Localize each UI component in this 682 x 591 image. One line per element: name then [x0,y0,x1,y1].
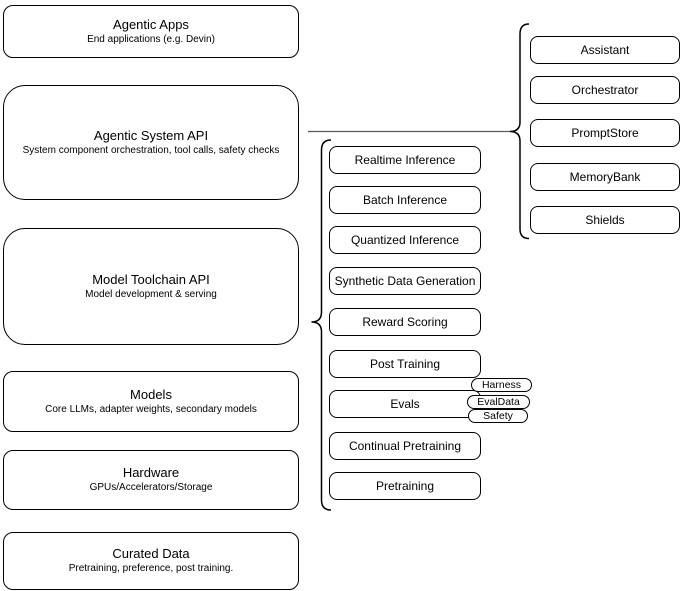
node-title: Agentic System API [93,127,209,143]
node-subtitle: GPUs/Accelerators/Storage [89,482,213,493]
node-agentic-apps: Agentic Apps End applications (e.g. Devi… [3,5,299,58]
node-evals: Evals [329,390,481,418]
node-reward-scoring: Reward Scoring [329,308,481,336]
node-continual-pretraining: Continual Pretraining [329,432,481,460]
node-title: Curated Data [112,546,190,561]
node-pretraining: Pretraining [329,472,481,500]
node-assistant: Assistant [530,36,680,64]
node-synthetic-data-generation: Synthetic Data Generation [329,267,481,295]
node-memorybank: MemoryBank [530,163,680,191]
node-realtime-inference: Realtime Inference [329,146,481,174]
tag-safety: Safety [468,409,528,423]
node-model-toolchain-api: Model Toolchain API Model development & … [3,228,299,345]
tag-evaldata: EvalData [467,395,530,409]
node-title: Agentic Apps [113,16,189,32]
node-title: Models [130,386,172,402]
system-components-brace [509,23,530,240]
node-models: Models Core LLMs, adapter weights, secon… [3,371,299,432]
node-promptstore: PromptStore [530,119,680,147]
node-subtitle: Pretraining, preference, post training. [68,563,234,574]
node-title: Hardware [122,465,180,480]
node-subtitle: Core LLMs, adapter weights, secondary mo… [45,403,257,415]
node-batch-inference: Batch Inference [329,186,481,214]
node-post-training: Post Training [329,350,481,378]
node-subtitle: Model development & serving [85,288,217,300]
node-agentic-system-api: Agentic System API System component orch… [3,85,299,200]
node-subtitle: End applications (e.g. Devin) [87,33,215,45]
tag-harness: Harness [471,378,532,392]
node-curated-data: Curated Data Pretraining, preference, po… [3,532,299,590]
node-shields: Shields [530,206,680,234]
node-title: Model Toolchain API [92,271,210,287]
node-quantized-inference: Quantized Inference [329,226,481,254]
node-subtitle: System component orchestration, tool cal… [22,144,280,156]
node-orchestrator: Orchestrator [530,76,680,104]
node-hardware: Hardware GPUs/Accelerators/Storage [3,450,299,510]
